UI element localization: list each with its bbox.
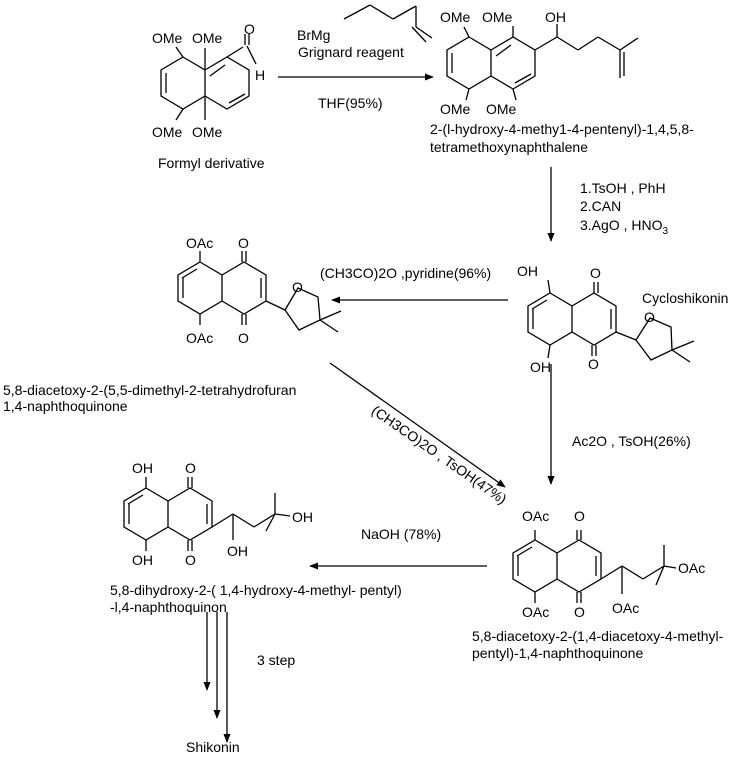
triacetate-structure bbox=[512, 530, 677, 603]
alcohol-name-line2: tetramethoxynaphthalene bbox=[430, 139, 588, 155]
atom-label: OAc bbox=[612, 600, 639, 616]
atom-label: O bbox=[588, 356, 599, 372]
atom-label: OMe bbox=[440, 9, 471, 25]
final-step-label: 3 step bbox=[257, 652, 296, 668]
pyridine-acetylation-label: (CH3CO)2O ,pyridine(96%) bbox=[320, 265, 492, 281]
atom-label: OAc bbox=[522, 508, 549, 524]
reagent-label: BrMg bbox=[297, 27, 330, 43]
diacetoxy-thf-name-line2: 1,4-naphthoquinone bbox=[3, 398, 128, 414]
grignard-conditions: THF(95%) bbox=[318, 95, 383, 111]
dihydroxy-structure bbox=[123, 477, 291, 551]
atom-label: OH bbox=[132, 552, 153, 568]
atom-label: OAc bbox=[678, 560, 705, 576]
atom-label: OAc bbox=[186, 235, 213, 251]
oxidation-step-2: 2.CAN bbox=[580, 198, 622, 214]
atom-label: OMe bbox=[482, 9, 513, 25]
atom-label: O bbox=[238, 235, 249, 251]
shikonin-name: Shikonin bbox=[186, 739, 240, 755]
atom-label: OAc bbox=[186, 330, 213, 346]
oxidation-step-3: 3.AgO , HNO3 bbox=[580, 217, 669, 237]
atom-label: O bbox=[292, 279, 303, 295]
alcohol-name-line1: 2-(l-hydroxy-4-methy1-4-pentenyl)-1,4,5,… bbox=[430, 121, 694, 137]
atom-label: O bbox=[185, 552, 196, 568]
atom-label: OMe bbox=[192, 30, 223, 46]
diacetoxy-thf-structure bbox=[177, 251, 342, 333]
formyl-derivative-structure bbox=[160, 34, 257, 121]
naoh-hydrolysis-label: NaOH (78%) bbox=[361, 526, 442, 542]
atom-label: OH bbox=[132, 460, 153, 476]
diacetoxy-thf-name-line1: 5,8-diacetoxy-2-(5,5-dimethyl-2-tetrahyd… bbox=[3, 382, 297, 398]
dihydroxy-name-line2: -l,4-naphthoquinon bbox=[110, 599, 227, 615]
atom-label: O bbox=[185, 460, 196, 476]
atom-label: O bbox=[574, 508, 585, 524]
atom-label: O bbox=[574, 604, 585, 620]
formyl-derivative-name: Formyl derivative bbox=[158, 155, 265, 171]
atom-label: H bbox=[255, 67, 265, 83]
atom-label: O bbox=[238, 330, 249, 346]
atom-label: OMe bbox=[152, 124, 183, 140]
atom-label: OMe bbox=[192, 124, 223, 140]
atom-label: OH bbox=[517, 263, 538, 279]
atom-label: OMe bbox=[486, 101, 517, 117]
atom-label: OMe bbox=[152, 30, 183, 46]
tsoh-acetylation-arrow bbox=[329, 362, 506, 488]
alcohol-intermediate-structure bbox=[446, 24, 639, 101]
triacetate-name-line2: pentyl)-1,4-naphthoquinone bbox=[472, 645, 644, 661]
oxidation-step-1: 1.TsOH , PhH bbox=[580, 180, 666, 196]
atom-label: OH bbox=[545, 9, 566, 25]
atom-label: O bbox=[244, 21, 255, 37]
triacetate-name-line1: 5,8-diacetoxy-2-(1,4-diacetoxy-4-methyl- bbox=[472, 628, 724, 644]
atom-label: OAc bbox=[522, 604, 549, 620]
atom-label: OH bbox=[227, 543, 248, 559]
cycloshikonin-name: Cycloshikonin bbox=[642, 290, 729, 306]
grignard-label: Grignard reagent bbox=[298, 44, 404, 60]
atom-label: OH bbox=[292, 509, 313, 525]
atom-label: O bbox=[644, 309, 655, 325]
atom-label: OH bbox=[530, 359, 551, 375]
ac2o-acetylation-label: Ac2O , TsOH(26%) bbox=[572, 433, 691, 449]
grignard-reagent-structure bbox=[343, 4, 433, 43]
atom-label: OMe bbox=[440, 101, 471, 117]
cycloshikonin-structure bbox=[527, 279, 695, 363]
dihydroxy-name-line1: 5,8-dihydroxy-2-( 1,4-hydroxy-4-methyl- … bbox=[110, 582, 402, 598]
atom-label: O bbox=[590, 265, 601, 281]
